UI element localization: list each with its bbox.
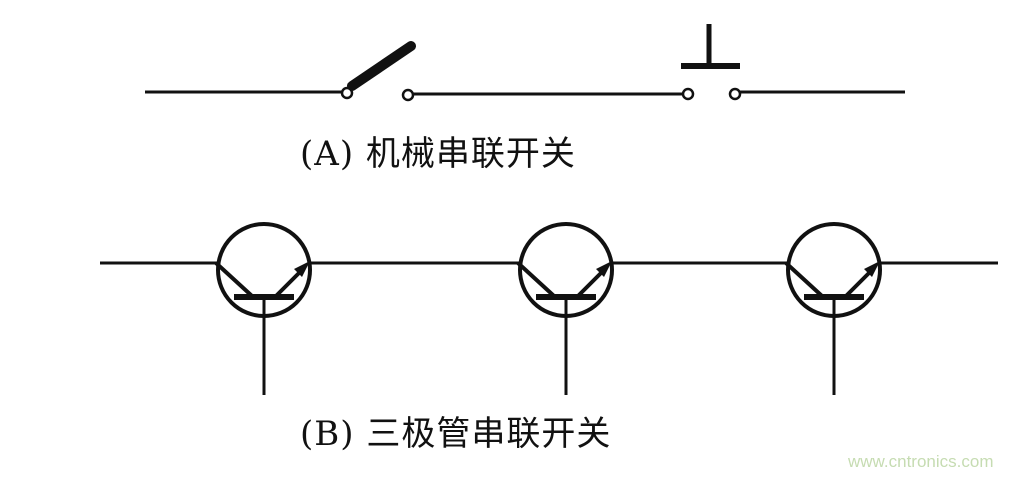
caption-a: (A) 机械串联开关 (300, 134, 576, 174)
collector-lead (214, 261, 254, 298)
knife-switch-lever (347, 41, 416, 91)
collector-lead (516, 261, 556, 298)
watermark: www.cntronics.com (848, 452, 994, 471)
switch-contact (401, 88, 415, 102)
collector-lead (784, 261, 824, 298)
emitter-arrow (864, 261, 880, 277)
transistor-series-switches (100, 222, 998, 395)
emitter-arrow (596, 261, 612, 277)
mechanical-series-switches (145, 24, 905, 102)
emitter-arrow (294, 261, 310, 277)
pushbutton-contact (681, 87, 695, 101)
switch-contact (340, 86, 354, 100)
caption-b: (B) 三极管串联开关 (300, 414, 612, 454)
pushbutton-contact (728, 87, 742, 101)
